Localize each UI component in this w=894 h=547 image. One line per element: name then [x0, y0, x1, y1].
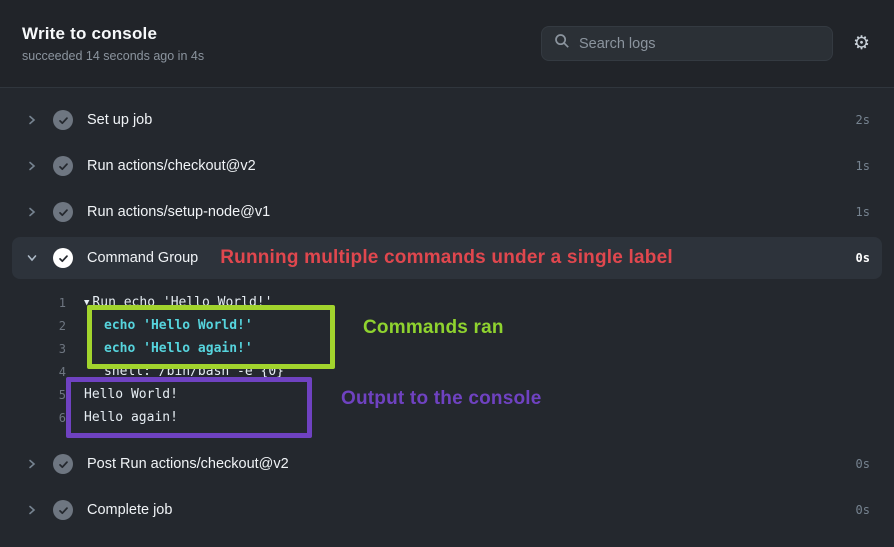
step-label: Command Group: [87, 250, 199, 266]
step-label: Set up job: [87, 112, 153, 128]
chevron-right-icon[interactable]: [24, 204, 40, 220]
search-input[interactable]: [578, 35, 820, 52]
step-label: Run actions/setup-node@v1: [87, 204, 271, 220]
step-row-setup-node[interactable]: Run actions/setup-node@v1 1s: [0, 189, 894, 235]
step-row-post-checkout[interactable]: Post Run actions/checkout@v2 0s: [0, 441, 894, 487]
triangle-down-icon[interactable]: ▼: [84, 297, 90, 308]
step-duration: 0s: [855, 251, 870, 265]
log-text: shell: /bin/bash -e {0}: [104, 364, 285, 379]
step-row-set-up-job[interactable]: Set up job 2s: [0, 97, 894, 143]
chevron-right-icon[interactable]: [24, 502, 40, 518]
line-number[interactable]: 2: [58, 318, 66, 333]
chevron-right-icon[interactable]: [24, 456, 40, 472]
line-number[interactable]: 4: [58, 364, 66, 379]
success-check-icon: [53, 156, 73, 176]
line-number[interactable]: 5: [58, 387, 66, 402]
step-duration: 0s: [855, 457, 870, 471]
log-line: 4 shell: /bin/bash -e {0}: [0, 360, 894, 383]
step-row-complete-job[interactable]: Complete job 0s: [0, 487, 894, 533]
job-info: Write to console succeeded 14 seconds ag…: [22, 24, 541, 63]
line-number[interactable]: 6: [58, 410, 66, 425]
steps-list: Set up job 2s Run actions/checkout@v2 1s…: [0, 88, 894, 533]
red-annotation-text: Running multiple commands under a single…: [220, 247, 673, 268]
line-number[interactable]: 3: [58, 341, 66, 356]
page-title: Write to console: [22, 24, 158, 43]
job-status-text: succeeded 14 seconds ago in 4s: [22, 49, 205, 63]
header: Write to console succeeded 14 seconds ag…: [0, 0, 894, 88]
console-output-annotation: Output to the console: [341, 388, 542, 409]
step-label: Complete job: [87, 502, 173, 518]
log-console: 1 ▼Run echo 'Hello World!' 2 echo 'Hello…: [0, 281, 894, 441]
log-line: 5 Hello World!: [0, 383, 894, 406]
log-text-command: echo 'Hello World!': [104, 318, 253, 333]
log-settings-button[interactable]: ⚙︎: [851, 32, 872, 55]
step-duration: 2s: [855, 113, 870, 127]
success-check-icon: [53, 110, 73, 130]
gear-icon: ⚙︎: [852, 33, 870, 54]
log-text-output: Hello again!: [84, 410, 178, 425]
success-check-icon: [53, 500, 73, 520]
chevron-right-icon[interactable]: [24, 158, 40, 174]
line-number[interactable]: 1: [58, 295, 66, 310]
search-icon: [554, 33, 570, 54]
commands-ran-annotation: Commands ran: [363, 317, 504, 338]
success-check-icon: [53, 202, 73, 222]
search-logs-box[interactable]: [540, 26, 833, 61]
step-label: Post Run actions/checkout@v2: [87, 456, 289, 472]
log-line: 1 ▼Run echo 'Hello World!': [0, 291, 894, 314]
log-line: 6 Hello again!: [0, 406, 894, 429]
step-row-checkout[interactable]: Run actions/checkout@v2 1s: [0, 143, 894, 189]
log-text-output: Hello World!: [84, 387, 178, 402]
step-duration: 0s: [855, 503, 870, 517]
success-check-icon: [53, 248, 73, 268]
log-line: 2 echo 'Hello World!': [0, 314, 894, 337]
chevron-down-icon[interactable]: [24, 250, 40, 266]
step-row-command-group[interactable]: Command Group Running multiple commands …: [12, 237, 882, 279]
log-text: ▼Run echo 'Hello World!': [84, 295, 273, 310]
step-duration: 1s: [855, 159, 870, 173]
log-line: 3 echo 'Hello again!': [0, 337, 894, 360]
log-text-command: echo 'Hello again!': [104, 341, 253, 356]
step-label: Run actions/checkout@v2: [87, 158, 256, 174]
chevron-right-icon[interactable]: [24, 112, 40, 128]
success-check-icon: [53, 454, 73, 474]
step-duration: 1s: [855, 205, 870, 219]
